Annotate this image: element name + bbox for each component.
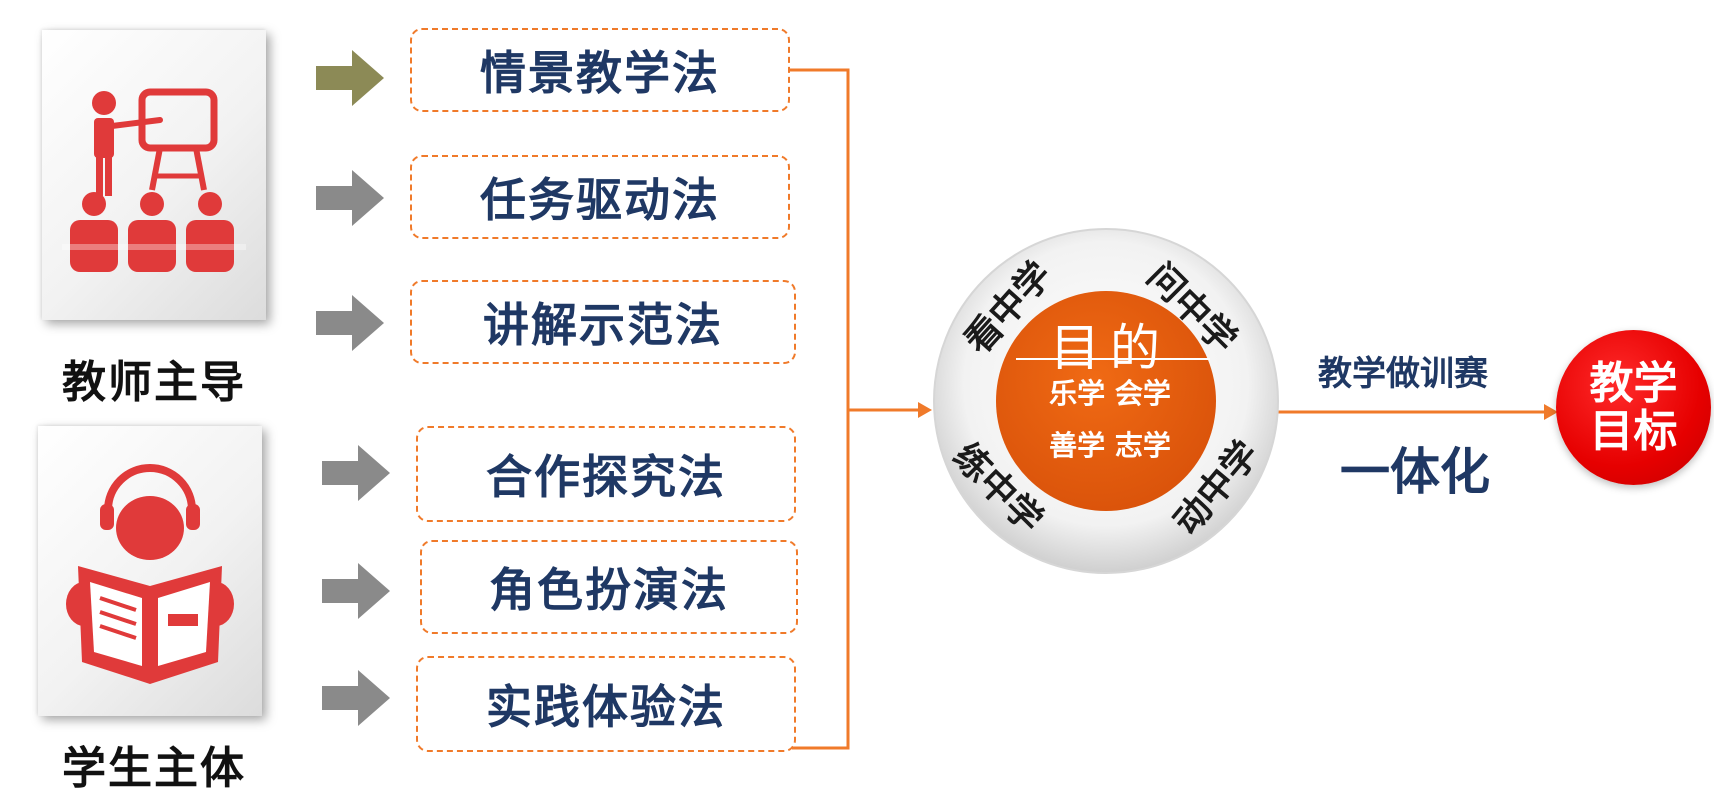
integration-top-label: 教学做训赛 (1318, 346, 1488, 395)
goal-line-1: 教学 (1590, 360, 1678, 408)
integration-bottom-label: 一体化 (1340, 432, 1490, 504)
teaching-goal-circle: 教学 目标 (1556, 330, 1711, 485)
purpose-line-1: 乐学 会学 (1030, 372, 1190, 412)
goal-line-2: 目标 (1590, 408, 1678, 456)
purpose-line-2: 善学 志学 (1030, 424, 1190, 464)
purpose-title: 目的 (1050, 308, 1170, 380)
